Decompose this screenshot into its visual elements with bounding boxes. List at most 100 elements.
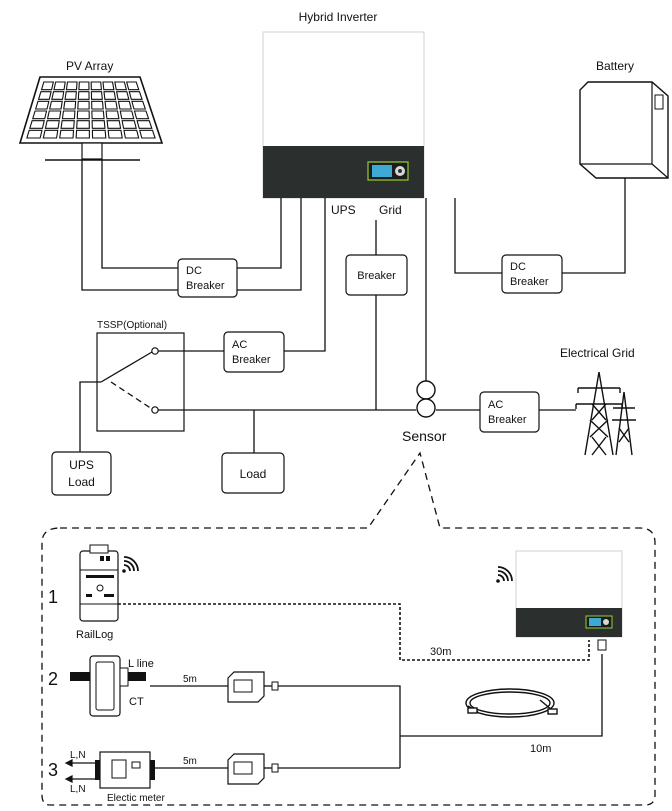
ac-breaker-ups-line1: AC: [232, 339, 247, 351]
pv-cell: [128, 91, 143, 100]
pv-cell: [77, 100, 90, 110]
ct-label: CT: [129, 696, 144, 708]
dc-breaker-battery-line1: DC: [510, 261, 526, 273]
tssp-title: TSSP(Optional): [97, 320, 167, 331]
sensor-callout-outline: [41, 451, 656, 806]
pv-cell: [136, 120, 153, 129]
pv-cell: [107, 129, 123, 139]
dc-breaker-battery: DC Breaker: [501, 254, 563, 294]
pv-cell: [125, 81, 140, 91]
pv-cell: [115, 91, 130, 100]
pv-cell: [40, 81, 55, 91]
pv-cell: [42, 129, 59, 139]
option-3-number: 3: [48, 760, 58, 780]
pv-cell: [90, 81, 103, 91]
pv-cell: [121, 120, 137, 129]
pv-cell: [131, 100, 147, 110]
ct-clamp: [70, 655, 146, 717]
pv-cell: [44, 120, 60, 129]
electrical-grid-title: Electrical Grid: [560, 346, 635, 360]
raillog-device: [79, 544, 119, 622]
pv-cell: [78, 81, 90, 91]
pv-cell: [103, 91, 117, 100]
ac-breaker-grid-line2: Breaker: [488, 414, 527, 426]
dc-breaker-pv-line1: DC: [186, 265, 202, 277]
ups-load-line1: UPS: [69, 458, 94, 472]
raillog-label: RailLog: [76, 629, 113, 641]
pv-array: PV Array: [18, 59, 164, 161]
pv-cell: [91, 100, 104, 110]
network-cable: [465, 688, 558, 718]
cable-distance-label: 10m: [530, 743, 551, 755]
hybrid-inverter: Hybrid Inverter: [262, 10, 425, 199]
ct-l-line-label: L line: [128, 658, 154, 670]
ac-breaker-grid-line1: AC: [488, 399, 503, 411]
pv-cell-grid: [26, 81, 156, 139]
pv-cell: [46, 110, 62, 120]
battery-title: Battery: [596, 59, 634, 73]
sensor-symbol: Sensor: [402, 380, 447, 444]
ups-port-label: UPS: [331, 203, 356, 217]
pv-cell: [123, 129, 140, 139]
pv-cell: [104, 100, 118, 110]
meter-ln-bottom-label: L,N: [70, 784, 86, 795]
ac-breaker-ups-line2: Breaker: [232, 354, 271, 366]
ct-adapter-box: [227, 671, 279, 703]
ups-load-box: UPS Load: [51, 451, 112, 496]
pv-cell: [105, 110, 120, 120]
dc-pv-wiring: [81, 160, 302, 291]
sensor-label: Sensor: [402, 428, 447, 444]
pv-cell: [49, 100, 63, 110]
pv-cell: [29, 120, 45, 129]
pv-cell: [26, 129, 43, 139]
pv-cell: [37, 91, 52, 100]
pv-cell: [64, 91, 77, 100]
pv-cell: [53, 81, 66, 91]
pv-cell: [59, 129, 75, 139]
dc-battery-wiring: [454, 178, 626, 274]
option-2-number: 2: [48, 669, 58, 689]
pv-cell: [91, 110, 105, 120]
pv-cell: [102, 81, 115, 91]
pv-cell: [61, 110, 76, 120]
pv-cell: [60, 120, 75, 129]
grid-breaker: Breaker: [345, 254, 408, 296]
pv-cell: [117, 100, 132, 110]
ups-load-line2: Load: [68, 475, 95, 489]
option-1-number: 1: [48, 587, 58, 607]
pv-cell: [106, 120, 122, 129]
pv-cell: [91, 129, 107, 139]
pv-cell: [91, 120, 106, 129]
wifi-icon-raillog: [122, 556, 139, 573]
pv-cell: [31, 110, 48, 120]
pv-cell: [76, 120, 90, 129]
pv-cell: [63, 100, 77, 110]
pv-cell: [77, 91, 90, 100]
pv-cell: [114, 81, 128, 91]
dc-breaker-pv-line2: Breaker: [186, 280, 225, 292]
electric-meter: [95, 751, 155, 789]
load-box: Load: [221, 452, 285, 494]
dc-breaker-battery-line2: Breaker: [510, 276, 549, 288]
electric-meter-label: Electic meter: [107, 793, 165, 804]
meter-adapter-box: [227, 753, 279, 785]
tssp-switch: TSSP(Optional): [96, 320, 224, 432]
opt1-distance-label: 30m: [430, 646, 451, 658]
inverter-lcd-display: [367, 161, 409, 181]
grid-breaker-label: Breaker: [357, 270, 396, 282]
electrical-grid-tower: Electrical Grid: [560, 346, 636, 456]
pv-cell: [119, 110, 135, 120]
inverter-small: [515, 550, 623, 638]
raillog-30m-link: [118, 603, 590, 661]
pv-cell: [65, 81, 78, 91]
pv-cell: [51, 91, 65, 100]
ac-breaker-grid: AC Breaker: [479, 391, 540, 433]
meter-arrows: [64, 759, 98, 783]
load-label: Load: [240, 467, 267, 481]
meter-ln-top-label: L,N: [70, 750, 86, 761]
hybrid-inverter-title: Hybrid Inverter: [299, 10, 378, 24]
dc-breaker-pv: DC Breaker: [177, 258, 238, 298]
wifi-icon-inverter: [496, 566, 513, 583]
opt2-distance-label: 5m: [183, 674, 197, 685]
